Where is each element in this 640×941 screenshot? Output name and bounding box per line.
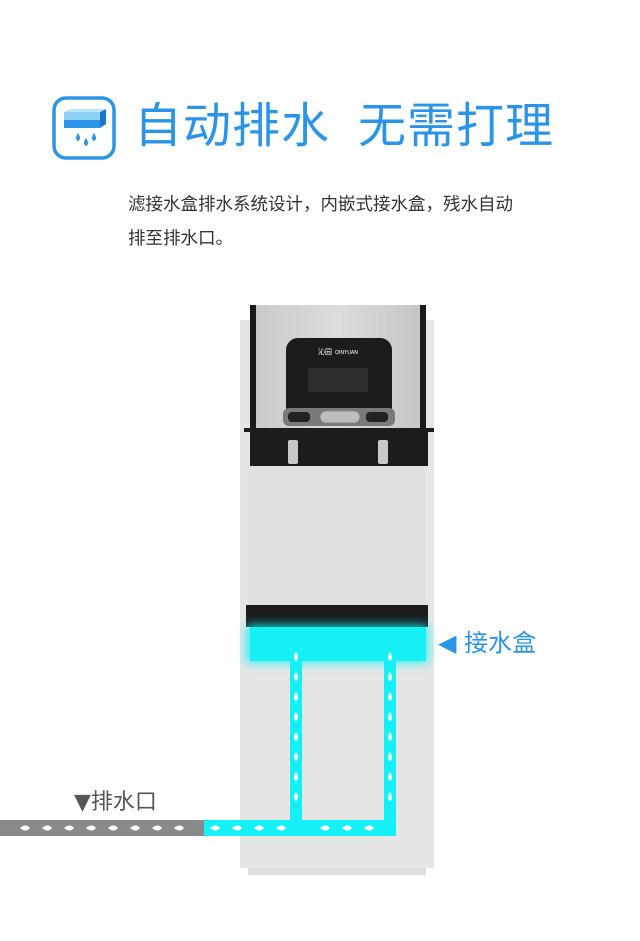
tray-label: ◀ 接水盒 xyxy=(438,629,537,657)
vertical-droplets xyxy=(294,652,392,801)
title-part-2: 无需打理 xyxy=(358,98,555,154)
brand-en: QINYUAN xyxy=(335,350,358,356)
machine-body-inner xyxy=(248,466,426,606)
right-button xyxy=(366,412,388,422)
display xyxy=(308,368,368,392)
page-title: 自动排水无需打理 xyxy=(134,96,554,156)
dispensing-head xyxy=(250,428,428,466)
description: 滤接水盒排水系统设计，内嵌式接水盒，残水自动 排至排水口。 xyxy=(128,188,568,256)
center-button xyxy=(319,410,361,424)
left-faucet xyxy=(288,440,298,464)
brand-cn: 沁园 xyxy=(318,347,332,356)
tray-lip xyxy=(246,605,428,627)
water-tray xyxy=(250,627,426,661)
pipe-droplets xyxy=(20,825,374,831)
water-pipe-right xyxy=(384,650,396,836)
right-faucet xyxy=(378,440,388,464)
water-pipe-left xyxy=(290,650,302,836)
description-line-2: 排至排水口。 xyxy=(128,229,233,249)
water-tray-icon xyxy=(52,96,116,160)
drain-pipe xyxy=(0,820,206,836)
drain-label: ▼排水口 xyxy=(74,790,157,815)
title-part-1: 自动排水 xyxy=(134,98,331,154)
left-button xyxy=(288,412,310,422)
description-line-1: 滤接水盒排水系统设计，内嵌式接水盒，残水自动 xyxy=(128,195,513,215)
header-icon xyxy=(52,96,116,160)
